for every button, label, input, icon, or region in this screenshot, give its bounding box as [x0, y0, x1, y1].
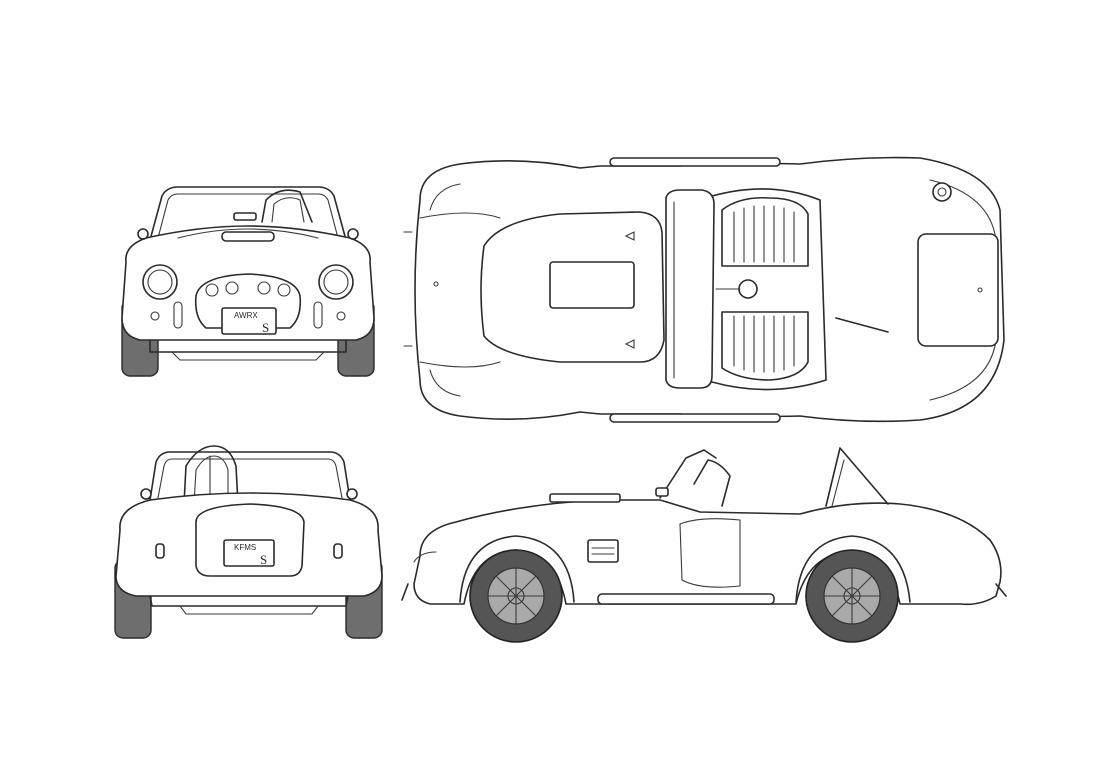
side-view: [401, 447, 1007, 643]
side-vent: [587, 539, 619, 563]
rear-view: KFMS S: [114, 445, 383, 639]
top-windscreen: [665, 189, 715, 389]
top-trunk: [917, 233, 999, 347]
side-exhaust: [597, 593, 775, 605]
front-plate-letter: S: [262, 320, 269, 335]
rear-license-plate: [223, 539, 275, 567]
top-view: [403, 156, 1005, 423]
side-front-wheel: [469, 549, 563, 643]
fuel-cap: [932, 182, 952, 202]
rear-plate-letter: S: [260, 552, 267, 567]
front-license-plate: [221, 307, 277, 335]
side-rear-wheel: [805, 549, 899, 643]
front-plate-text: AWRX: [234, 311, 258, 320]
front-view: AWRX S: [121, 186, 375, 377]
top-seat-left: [721, 196, 809, 267]
rear-plate-text: KFMS: [234, 543, 256, 552]
hood-scoop: [549, 261, 635, 309]
top-seat-right: [721, 311, 809, 381]
gear-knob: [738, 279, 758, 299]
